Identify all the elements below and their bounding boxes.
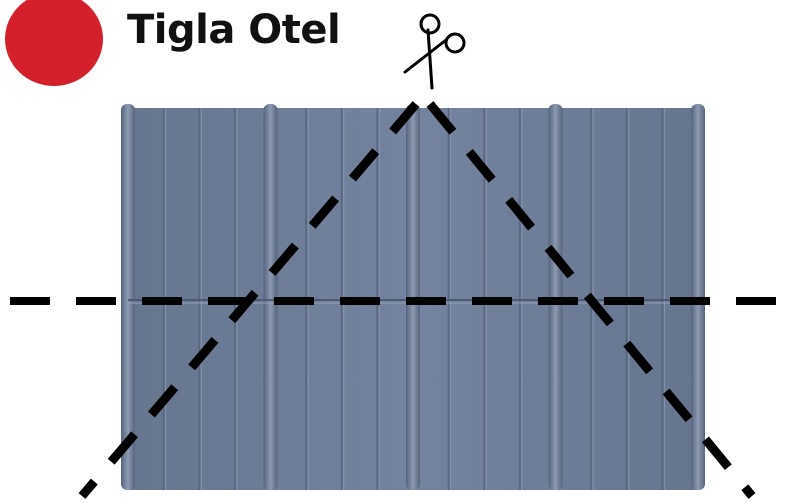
major-rib (121, 104, 135, 490)
major-rib (263, 104, 278, 490)
right-diagonal-cut-line (426, 101, 756, 499)
brand-name: Tigla Otel (127, 7, 341, 53)
scissors-icon (403, 13, 466, 90)
left-diagonal-cut-line (78, 101, 420, 499)
brand-logo-dot (5, 0, 103, 86)
